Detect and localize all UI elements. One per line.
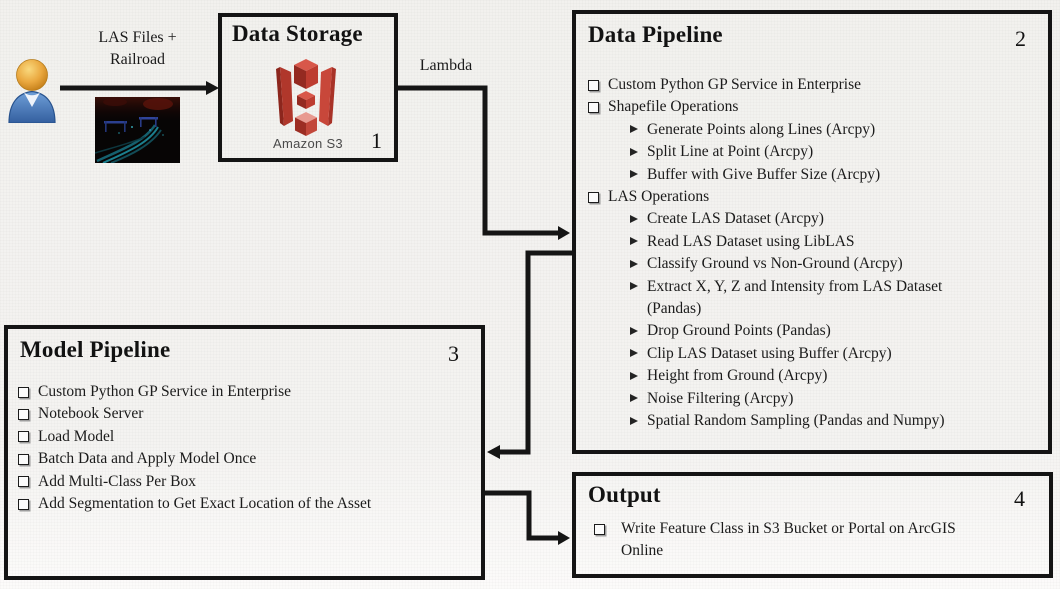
list-item-text: Add Multi-Class Per Box	[38, 472, 197, 490]
arrow-bullet-icon	[630, 282, 638, 291]
list-item-text: Batch Data and Apply Model Once	[38, 450, 257, 468]
lambda-arrow-label: Lambda	[419, 57, 473, 74]
list-item-text: Noise Filtering (Arcpy)	[647, 389, 794, 407]
data-storage-number: 1	[371, 128, 382, 153]
list-item: Custom Python GP Service in Enterprise	[588, 74, 1040, 96]
list-item-text: Split Line at Point (Arcpy)	[647, 143, 814, 161]
arrow-datapipeline-to-modelpipeline	[499, 250, 572, 455]
arrow-bullet-icon	[630, 416, 638, 425]
checkbox-bullet-icon	[18, 408, 29, 420]
data-storage-box: Data Storage Amazon S3 1	[218, 13, 398, 162]
list-item: Write Feature Class in S3 Bucket or Port…	[592, 518, 1041, 563]
arrow-bullet-icon	[630, 394, 638, 403]
output-box: Output 4 Write Feature Class in S3 Bucke…	[572, 472, 1053, 578]
arrowhead-storage-to-datapipeline	[558, 226, 570, 240]
list-item-text: Read LAS Dataset using LibLAS	[647, 232, 855, 250]
arrow-modelpipeline-to-output	[483, 490, 558, 541]
checkbox-bullet-icon	[588, 191, 599, 203]
arrow-bullet-icon	[630, 326, 638, 335]
arrow-bullet-icon	[630, 214, 638, 223]
model-pipeline-box: Model Pipeline 3 Custom Python GP Servic…	[4, 325, 485, 580]
list-item: Add Multi-Class Per Box	[18, 471, 473, 493]
arrow-bullet-icon	[630, 237, 638, 246]
model-pipeline-title: Model Pipeline	[20, 337, 171, 362]
list-item: Drop Ground Points (Pandas)	[630, 320, 1040, 342]
list-item: Generate Points along Lines (Arcpy)	[630, 119, 1040, 141]
list-item-text: Drop Ground Points (Pandas)	[647, 322, 831, 340]
list-item: Extract X, Y, Z and Intensity from LAS D…	[630, 276, 1040, 321]
arrowhead-datapipeline-to-modelpipeline	[487, 445, 500, 459]
output-title: Output	[588, 482, 661, 507]
arrow-bullet-icon	[630, 125, 638, 134]
checkbox-bullet-icon	[18, 498, 29, 510]
list-item: Noise Filtering (Arcpy)	[630, 388, 1040, 410]
list-item: LAS Operations	[588, 186, 1040, 208]
checkbox-bullet-icon	[594, 523, 605, 535]
arrow-bullet-icon	[630, 349, 638, 358]
data-storage-title: Data Storage	[232, 21, 363, 46]
arrow-bullet-icon	[630, 170, 638, 179]
list-item-text: Create LAS Dataset (Arcpy)	[647, 210, 824, 228]
data-pipeline-number: 2	[1015, 26, 1026, 51]
list-item-text: Classify Ground vs Non-Ground (Arcpy)	[647, 255, 903, 273]
list-item: Notebook Server	[18, 403, 473, 425]
output-checklist: Write Feature Class in S3 Bucket or Port…	[592, 518, 1041, 563]
railroad-lidar-image	[95, 97, 180, 163]
input-label-line1: LAS Files +	[98, 29, 177, 46]
list-item-text: Load Model	[38, 427, 115, 445]
checkbox-bullet-icon	[18, 476, 29, 488]
arrow-bullet-icon	[630, 371, 638, 380]
list-item-text: Buffer with Give Buffer Size (Arcpy)	[647, 165, 881, 183]
list-item-text: Custom Python GP Service in Enterprise	[608, 76, 862, 93]
output-number: 4	[1014, 486, 1025, 511]
input-arrow-label: LAS Files + Railroad	[80, 27, 195, 71]
input-label-line2: Railroad	[109, 51, 166, 68]
list-item: Read LAS Dataset using LibLAS	[630, 231, 1040, 253]
checkbox-bullet-icon	[18, 386, 29, 398]
arrow-bullet-icon	[630, 259, 638, 268]
list-item: Split Line at Point (Arcpy)	[630, 141, 1040, 163]
model-pipeline-number: 3	[448, 341, 459, 366]
s3-caption: Amazon S3	[273, 136, 343, 151]
list-item: Classify Ground vs Non-Ground (Arcpy)	[630, 253, 1040, 275]
list-item: Spatial Random Sampling (Pandas and Nump…	[630, 410, 1040, 432]
list-item: Height from Ground (Arcpy)	[630, 365, 1040, 387]
list-item-text: Custom Python GP Service in Enterprise	[38, 383, 292, 400]
list-item: Add Segmentation to Get Exact Location o…	[18, 493, 473, 515]
checkbox-bullet-icon	[18, 453, 29, 465]
list-item-text: Extract X, Y, Z and Intensity from LAS D…	[647, 277, 943, 318]
list-item-text: LAS Operations	[608, 188, 710, 206]
list-item: Load Model	[18, 426, 473, 448]
data-pipeline-box: Data Pipeline 2 Custom Python GP Service…	[572, 10, 1052, 454]
data-pipeline-title: Data Pipeline	[588, 22, 723, 47]
list-item: Clip LAS Dataset using Buffer (Arcpy)	[630, 343, 1040, 365]
list-item-text: Height from Ground (Arcpy)	[647, 367, 828, 385]
arrowhead-modelpipeline-to-output	[558, 531, 570, 545]
checkbox-bullet-icon	[588, 79, 599, 91]
amazon-s3-logo-icon	[276, 59, 336, 136]
list-item: Shapefile Operations	[588, 96, 1040, 118]
list-item: Batch Data and Apply Model Once	[18, 448, 473, 470]
list-item: Buffer with Give Buffer Size (Arcpy)	[630, 164, 1040, 186]
list-item-text: Shapefile Operations	[608, 98, 739, 116]
list-item-text: Write Feature Class in S3 Bucket or Port…	[621, 520, 956, 560]
list-item-text: Spatial Random Sampling (Pandas and Nump…	[647, 412, 945, 430]
list-item: Create LAS Dataset (Arcpy)	[630, 208, 1040, 230]
list-item-text: Notebook Server	[38, 405, 144, 423]
list-item-text: Clip LAS Dataset using Buffer (Arcpy)	[647, 344, 892, 362]
arrow-storage-to-datapipeline	[396, 85, 558, 236]
list-item-text: Add Segmentation to Get Exact Location o…	[38, 495, 372, 513]
arrow-bullet-icon	[630, 147, 638, 156]
checkbox-bullet-icon	[18, 431, 29, 443]
checkbox-bullet-icon	[588, 101, 599, 113]
person-icon	[8, 59, 56, 123]
list-item-text: Generate Points along Lines (Arcpy)	[647, 120, 876, 138]
list-item: Custom Python GP Service in Enterprise	[18, 381, 473, 403]
